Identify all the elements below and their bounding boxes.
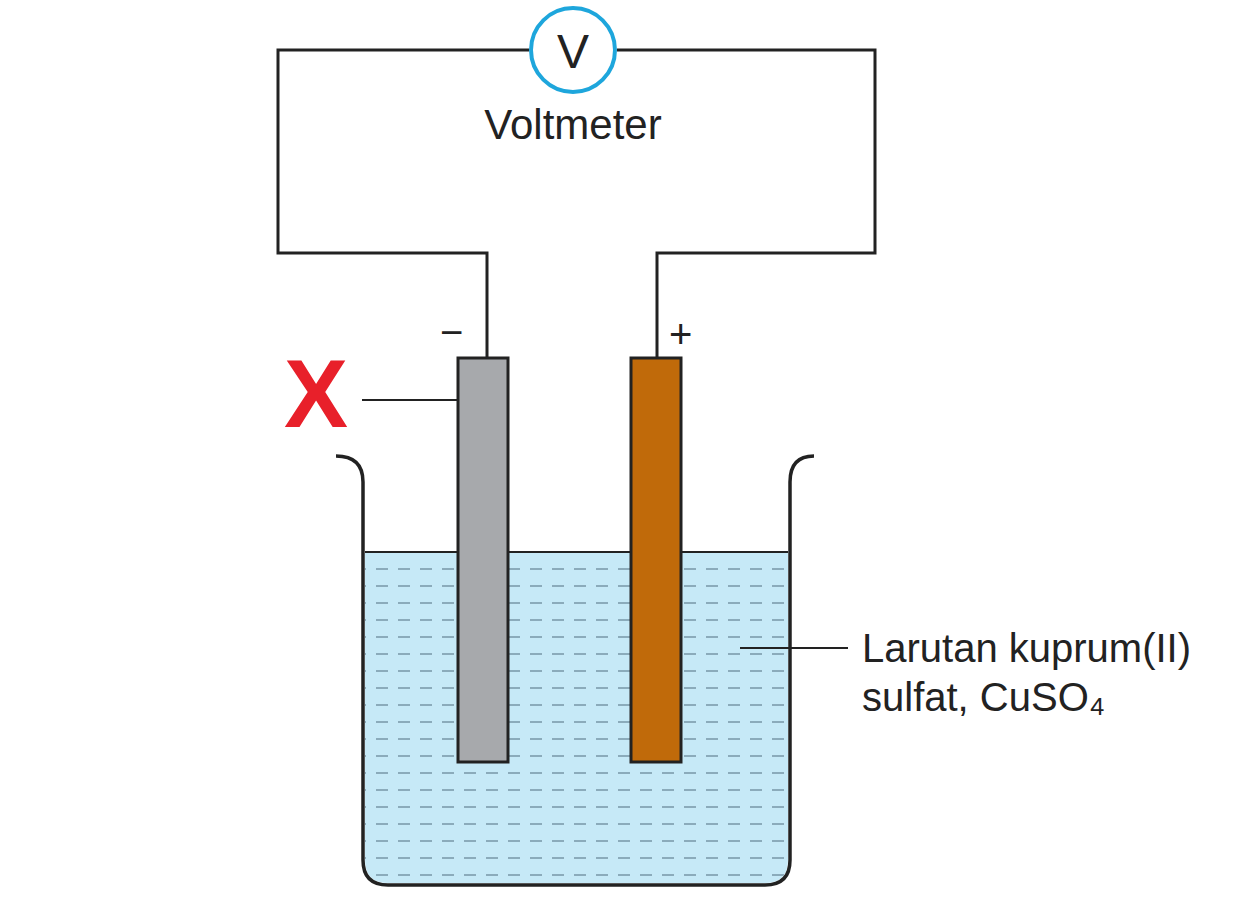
voltmeter-circle: VVoltmeter <box>529 6 617 94</box>
electrode-label: X <box>284 346 348 442</box>
copper-electrode <box>631 358 681 762</box>
meter-name: Voltmeter <box>484 104 661 146</box>
negative-sign: − <box>440 312 463 352</box>
meter-symbol: V <box>557 28 589 76</box>
leader-line <box>362 399 458 401</box>
positive-sign: + <box>669 314 692 354</box>
solution <box>365 552 788 883</box>
beaker <box>336 456 814 885</box>
solution-surface <box>365 551 788 553</box>
wire <box>278 50 529 358</box>
solution-label: Larutan kuprum(II) sulfat, CuSO₄ <box>862 624 1242 722</box>
metal-x-electrode <box>458 358 508 762</box>
solution-texture <box>365 552 788 883</box>
wire <box>617 50 875 358</box>
leader-line <box>740 647 848 649</box>
